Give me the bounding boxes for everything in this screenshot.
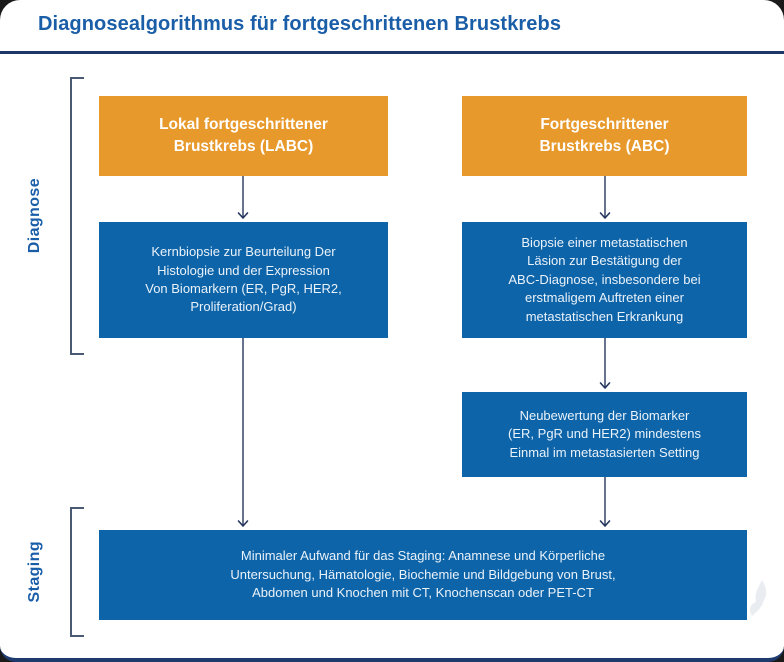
box-abc-biomarker-reassessment: Neubewertung der Biomarker (ER, PgR und …	[462, 392, 747, 477]
box-abc-metastatic-biopsy: Biopsie einer metastatischen Läsion zur …	[462, 222, 747, 338]
box-abc-header-text: Fortgeschrittener Brustkrebs (ABC)	[539, 115, 670, 155]
box-labc-core-biopsy-text: Kernbiopsie zur Beurteilung Der Histolog…	[145, 244, 342, 315]
box-labc-header-text: Lokal fortgeschrittener Brustkrebs (LABC…	[159, 115, 328, 155]
box-abc-biomarker-reassessment-text: Neubewertung der Biomarker (ER, PgR und …	[508, 407, 701, 460]
arrow-abc-biopsy-to-reassessment	[598, 338, 612, 392]
diagnose-bracket	[70, 77, 84, 355]
box-staging-minimum-workup: Minimaler Aufwand für das Staging: Anamn…	[99, 530, 747, 620]
box-labc-core-biopsy: Kernbiopsie zur Beurteilung Der Histolog…	[99, 222, 388, 338]
section-label-staging-text: Staging	[26, 541, 43, 603]
section-label-diagnose-text: Diagnose	[26, 178, 43, 254]
watermark-graphic	[742, 578, 778, 626]
staging-bracket	[70, 507, 84, 637]
page-title: Diagnosealgorithmus für fortgeschrittene…	[38, 13, 562, 35]
arrow-abc-reassessment-to-staging	[598, 477, 612, 530]
title-underline-rule	[0, 51, 784, 54]
section-label-diagnose: Diagnose	[18, 77, 52, 355]
box-labc-header: Lokal fortgeschrittener Brustkrebs (LABC…	[99, 96, 388, 176]
section-label-staging: Staging	[18, 507, 52, 637]
box-staging-minimum-workup-text: Minimaler Aufwand für das Staging: Anamn…	[230, 548, 616, 601]
box-abc-metastatic-biopsy-text: Biopsie einer metastatischen Läsion zur …	[508, 234, 701, 324]
arrow-abc-header-to-biopsy	[598, 176, 612, 222]
box-abc-header: Fortgeschrittener Brustkrebs (ABC)	[462, 96, 747, 176]
arrow-labc-biopsy-to-staging	[236, 338, 250, 530]
arrow-labc-header-to-biopsy	[236, 176, 250, 222]
